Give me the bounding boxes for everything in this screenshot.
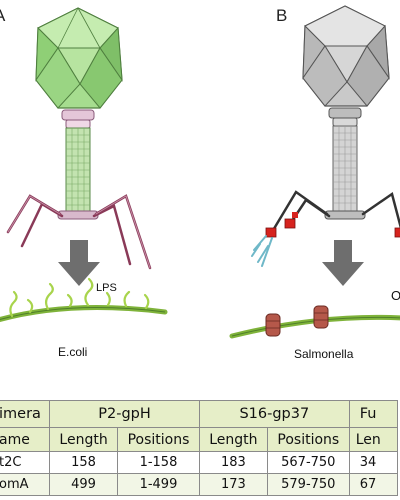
- phage-a-head: [35, 7, 123, 109]
- table-cell: 1-499: [117, 473, 200, 496]
- header-cell: Length: [198, 427, 268, 452]
- header-cell: Fu: [348, 400, 399, 428]
- table-cell: omA: [0, 473, 51, 496]
- table-row: t2C 158 1-158 183 567-750 34: [0, 451, 399, 474]
- chimera-table: imera P2-gpH S16-gp37 Fu ame Length Posi…: [0, 400, 399, 496]
- lps-label: LPS: [96, 282, 117, 294]
- cut-off-label: O: [391, 288, 400, 303]
- header-cell: Positions: [117, 427, 200, 452]
- table-cell: 67: [348, 473, 399, 496]
- table-cell: 183: [198, 451, 268, 474]
- table-row: omA 499 1-499 173 579-750 67: [0, 473, 399, 496]
- table-cell: 158: [49, 451, 119, 474]
- table-cell: 567-750: [266, 451, 350, 474]
- table-cell: 1-158: [117, 451, 200, 474]
- ecoli-label: E.coli: [58, 345, 88, 359]
- phage-a: [6, 7, 152, 270]
- membrane-protein: [265, 313, 281, 337]
- table-subheader-row: ame Length Positions Length Positions Le…: [0, 427, 399, 452]
- table-cell: 579-750: [266, 473, 350, 496]
- phage-illustration: [0, 5, 400, 339]
- header-cell: ame: [0, 427, 51, 452]
- salmonella-label: Salmonella: [294, 347, 354, 361]
- header-cell: S16-gp37: [198, 400, 350, 428]
- arrow-down-icon: [58, 240, 100, 286]
- lps-strands: [9, 277, 150, 318]
- table-cell: 173: [198, 473, 268, 496]
- receptor-binding-tips: [251, 212, 400, 267]
- header-cell: P2-gpH: [49, 400, 200, 428]
- salmonella-membrane: [229, 305, 400, 339]
- phage-b: [251, 5, 400, 267]
- panel-label-b: B: [276, 6, 288, 25]
- header-cell: Len: [348, 427, 399, 452]
- header-cell: Positions: [266, 427, 350, 452]
- table-cell: 499: [49, 473, 119, 496]
- panel-label-a: A: [0, 6, 5, 26]
- arrow-down-icon: [322, 240, 364, 286]
- table-cell: t2C: [0, 451, 51, 474]
- membrane-protein: [313, 305, 329, 329]
- table-header-row: imera P2-gpH S16-gp37 Fu: [0, 400, 399, 428]
- table-cell: 34: [348, 451, 399, 474]
- ecoli-membrane: [0, 277, 168, 323]
- phage-b-head: [302, 5, 390, 107]
- header-cell: Length: [49, 427, 119, 452]
- header-cell: imera: [0, 400, 51, 428]
